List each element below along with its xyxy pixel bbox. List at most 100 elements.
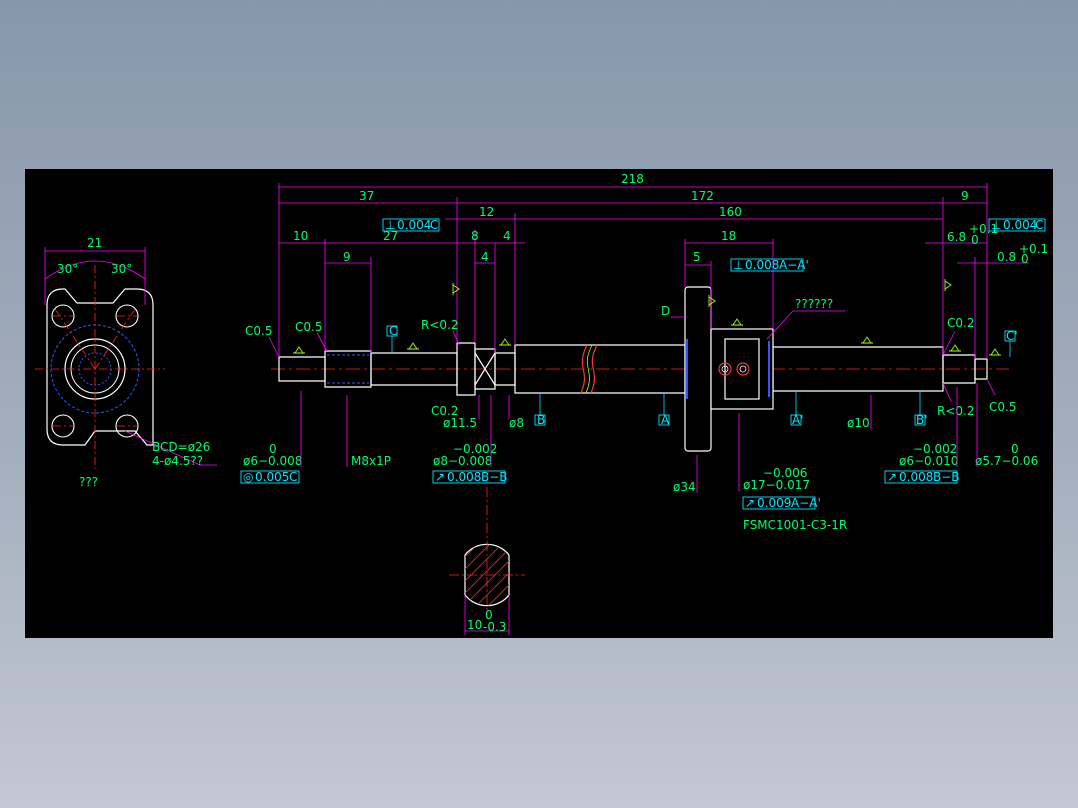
nut-oil-hole-right (736, 362, 750, 376)
section-view: 10 0 -0.3 (449, 487, 525, 635)
dim-9: 9 (961, 189, 969, 203)
flange-angle-right: 30° (111, 262, 132, 276)
section-centerlines (449, 487, 525, 619)
gdt-perp-nut: ⊥ 0.008 A−A' (730, 258, 809, 272)
thread-section (324, 350, 372, 388)
flange-front-view: 21 30° 30° BCD=ø26 4-ø4.5?? ??? (35, 236, 217, 489)
gdt-datum: B−B (933, 470, 960, 484)
chamfer-c05-left: C0.5 (245, 324, 272, 338)
chamfer-labels: C0.5 C0.5 R<0.2 C0.2 C0.2 R<0.2 C0.5 (245, 316, 1016, 418)
gdt-symbol: ↗ (745, 496, 755, 510)
diameter-leaders (300, 383, 978, 493)
dia-11-5: ø11.5 (443, 416, 477, 430)
dim-18: 18 (721, 229, 736, 243)
dia-8-label: ø8 (509, 416, 524, 430)
dim-6-8-tol0: 0 (971, 233, 979, 247)
datum-markers: C B A A' B' C' (386, 324, 1018, 427)
extension-lines (278, 183, 988, 359)
flange-caption: ??? (79, 475, 98, 489)
flange-bcd: BCD=ø26 (152, 440, 210, 454)
chamfer-c02-left: C0.2 (431, 404, 458, 418)
dim-37: 37 (359, 189, 374, 203)
bolt-hole (115, 304, 139, 328)
nut-oil-hole-inner (721, 365, 729, 373)
dim-0-8-tol: +0.1 (1019, 242, 1048, 256)
gdt-datum: A−A' (779, 258, 809, 272)
dim-6-8-tol: +0.1 (969, 222, 998, 236)
datum-a-prime: A' (792, 413, 804, 427)
gdt-symbol: ⊥ (733, 258, 743, 272)
chamfer-c05-right: C0.5 (989, 400, 1016, 414)
gdt-runout-nut: ↗ 0.009 A−A' (742, 496, 821, 510)
ball-nut (684, 286, 774, 452)
dia-6r-tol-top: −0.002 (913, 442, 957, 456)
gdt-concentric: ◎ 0.005 C (240, 470, 300, 484)
nut-window (724, 338, 760, 400)
datum-c-prime: C' (1006, 329, 1018, 343)
radius-r02-left: R<0.2 (421, 318, 458, 332)
gdt-value: 0.008 (745, 258, 779, 272)
gdt-symbol: ↗ (887, 470, 897, 484)
flange-width-dim: 21 (87, 236, 102, 250)
nut-oil-hole-inner (739, 365, 747, 373)
shaft-main-view: 218 37 172 9 12 160 10 27 9 8 4 4 18 5 6… (240, 172, 1048, 532)
dia-57-tol-top: 0 (1011, 442, 1019, 456)
radius-r02-right: R<0.2 (937, 404, 974, 418)
gdt-datum: C (430, 218, 438, 232)
thread-label: M8x1P (351, 454, 391, 468)
dim-total: 218 (621, 172, 644, 186)
dim-4a: 4 (503, 229, 511, 243)
dim-172: 172 (691, 189, 714, 203)
chamfer-leaders (268, 330, 996, 402)
end-journal-right (942, 354, 976, 384)
bolt-holes (51, 304, 139, 438)
section-tol-top: 0 (485, 608, 493, 622)
gdt-value: 0.008 (899, 470, 933, 484)
flange-angle-left: 30° (57, 262, 78, 276)
dia-8-tol-top: −0.002 (453, 442, 497, 456)
gdt-perp-top-right: ⊥ 0.004 C (988, 218, 1046, 232)
gdt-symbol: ↗ (435, 470, 445, 484)
thread-root-lines (327, 354, 369, 384)
gdt-value: 0.005 (255, 470, 289, 484)
nut-callout: ?????? (795, 297, 833, 311)
dim-9b: 9 (343, 250, 351, 264)
dimension-texts: 218 37 172 9 12 160 10 27 9 8 4 4 18 5 6… (293, 172, 1048, 266)
chamfer-c02-right: C0.2 (947, 316, 974, 330)
nut-flange (684, 286, 712, 452)
surface-finish-marks (293, 279, 1001, 356)
gdt-runout-left: ↗ 0.008 B−B (432, 470, 508, 484)
dim-27: 27 (383, 229, 398, 243)
screw-helix-mid (585, 344, 593, 394)
gdt-value: 0.004 (1003, 218, 1037, 232)
drawing-svg: 21 30° 30° BCD=ø26 4-ø4.5?? ??? (35, 172, 1048, 635)
datum-b-prime: B' (916, 413, 928, 427)
gdt-datum: C (1035, 218, 1043, 232)
diameter-labels: 0 ø6−0.008 M8x1P ø11.5 ø8 −0.002 ø8−0.00… (243, 416, 1038, 494)
datum-c: C (389, 324, 397, 338)
dia-8: ø8−0.008 (433, 454, 492, 468)
gdt-datum: B−B (481, 470, 508, 484)
bolt-hole (115, 414, 139, 438)
cad-drawing-viewport[interactable]: 21 30° 30° BCD=ø26 4-ø4.5?? ??? (25, 169, 1053, 638)
nut-oil-hole-left (718, 362, 732, 376)
gdt-value: 0.009 (757, 496, 791, 510)
dia-6-tol-top: 0 (269, 442, 277, 456)
dia-6r: ø6−0.010 (899, 454, 958, 468)
dia-17-tol-top: −0.006 (763, 466, 807, 480)
flange-dims (44, 247, 217, 466)
flange-holes: 4-ø4.5?? (152, 454, 203, 468)
flange-centerlines (35, 265, 165, 469)
dia-10: ø10 (847, 416, 870, 430)
dia-57: ø5.7−0.06 (975, 454, 1038, 468)
chamfer-c05-step: C0.5 (295, 320, 322, 334)
dia-17: ø17−0.017 (743, 478, 810, 492)
dim-0-8-tol0: 0 (1021, 252, 1029, 266)
gdt-value: 0.004 (397, 218, 431, 232)
gdt-datum: C (289, 470, 297, 484)
dim-12: 12 (479, 205, 494, 219)
screw-helix (580, 344, 598, 394)
section-hatch (465, 544, 509, 606)
gdt-value: 0.008 (447, 470, 481, 484)
dim-0-8: 0.8 (997, 250, 1016, 264)
